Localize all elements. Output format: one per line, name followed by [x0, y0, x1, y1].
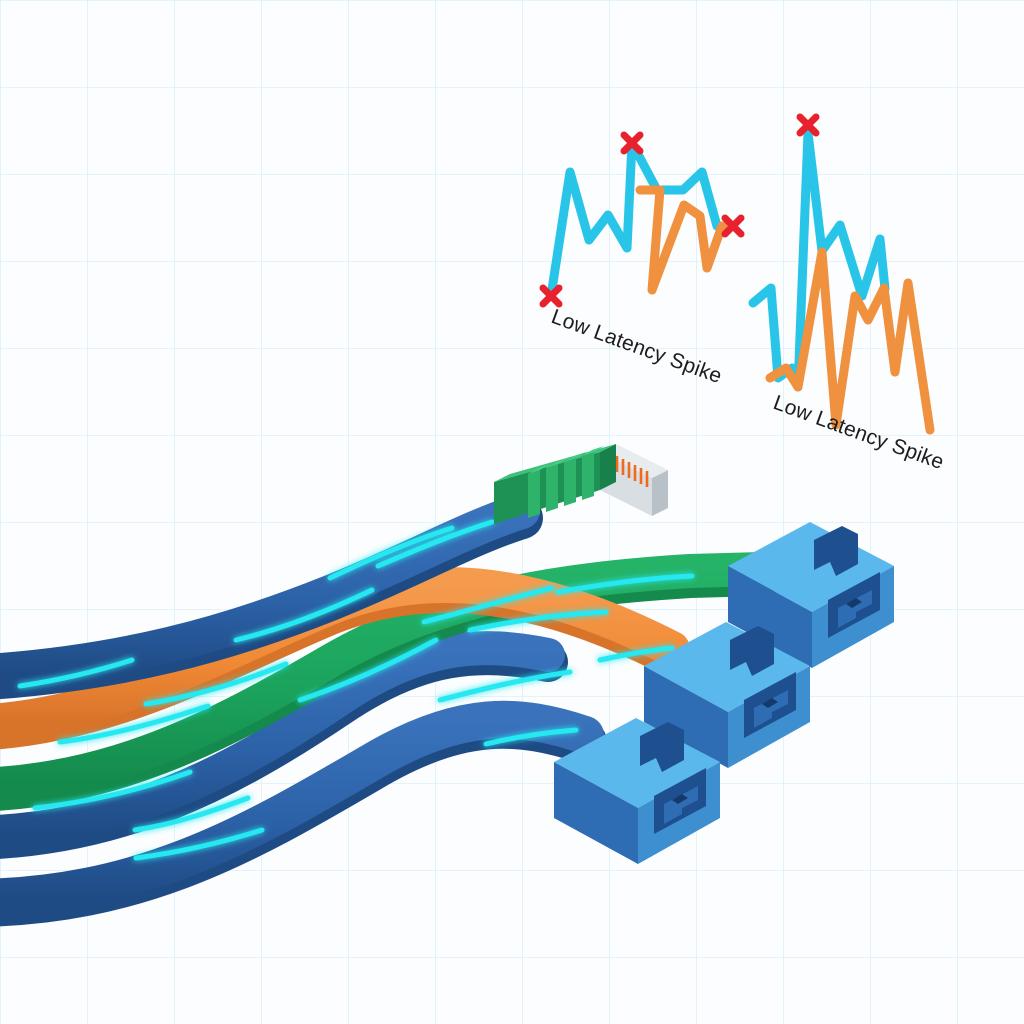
- spike-marker-peak: [620, 131, 644, 155]
- chart-left-markers: [539, 131, 745, 308]
- spike-marker-end: [721, 214, 745, 238]
- chart-left-orange-trace: [635, 185, 738, 295]
- port-bottom[interactable]: [554, 718, 720, 864]
- chart-right-cyan-trace: [748, 128, 890, 392]
- chart-left-label: Low Latency Spike: [548, 305, 725, 388]
- spike-marker-peak: [796, 113, 820, 137]
- latency-chart-left[interactable]: Low Latency Spike: [539, 131, 745, 388]
- latency-chart-right[interactable]: Low Latency Spike: [748, 113, 947, 474]
- chart-right-markers: [796, 113, 820, 137]
- connector-ridges: [528, 446, 604, 518]
- cable-blue-lower: [0, 700, 607, 927]
- port-top-tab: [814, 526, 862, 576]
- chart-right-label: Low Latency Spike: [770, 391, 947, 474]
- port-top[interactable]: [728, 522, 894, 668]
- spike-marker-start: [539, 284, 563, 308]
- port-bottom-tab: [640, 722, 688, 772]
- cable-blue-strand-mid: [0, 631, 568, 859]
- port-middle[interactable]: [644, 622, 810, 768]
- chart-right-orange-trace: [765, 247, 935, 435]
- data-flow-dashes: [17, 519, 695, 861]
- chart-left-cyan-trace: [546, 138, 722, 301]
- port-middle-tab: [730, 626, 778, 676]
- connector-body: [494, 444, 616, 524]
